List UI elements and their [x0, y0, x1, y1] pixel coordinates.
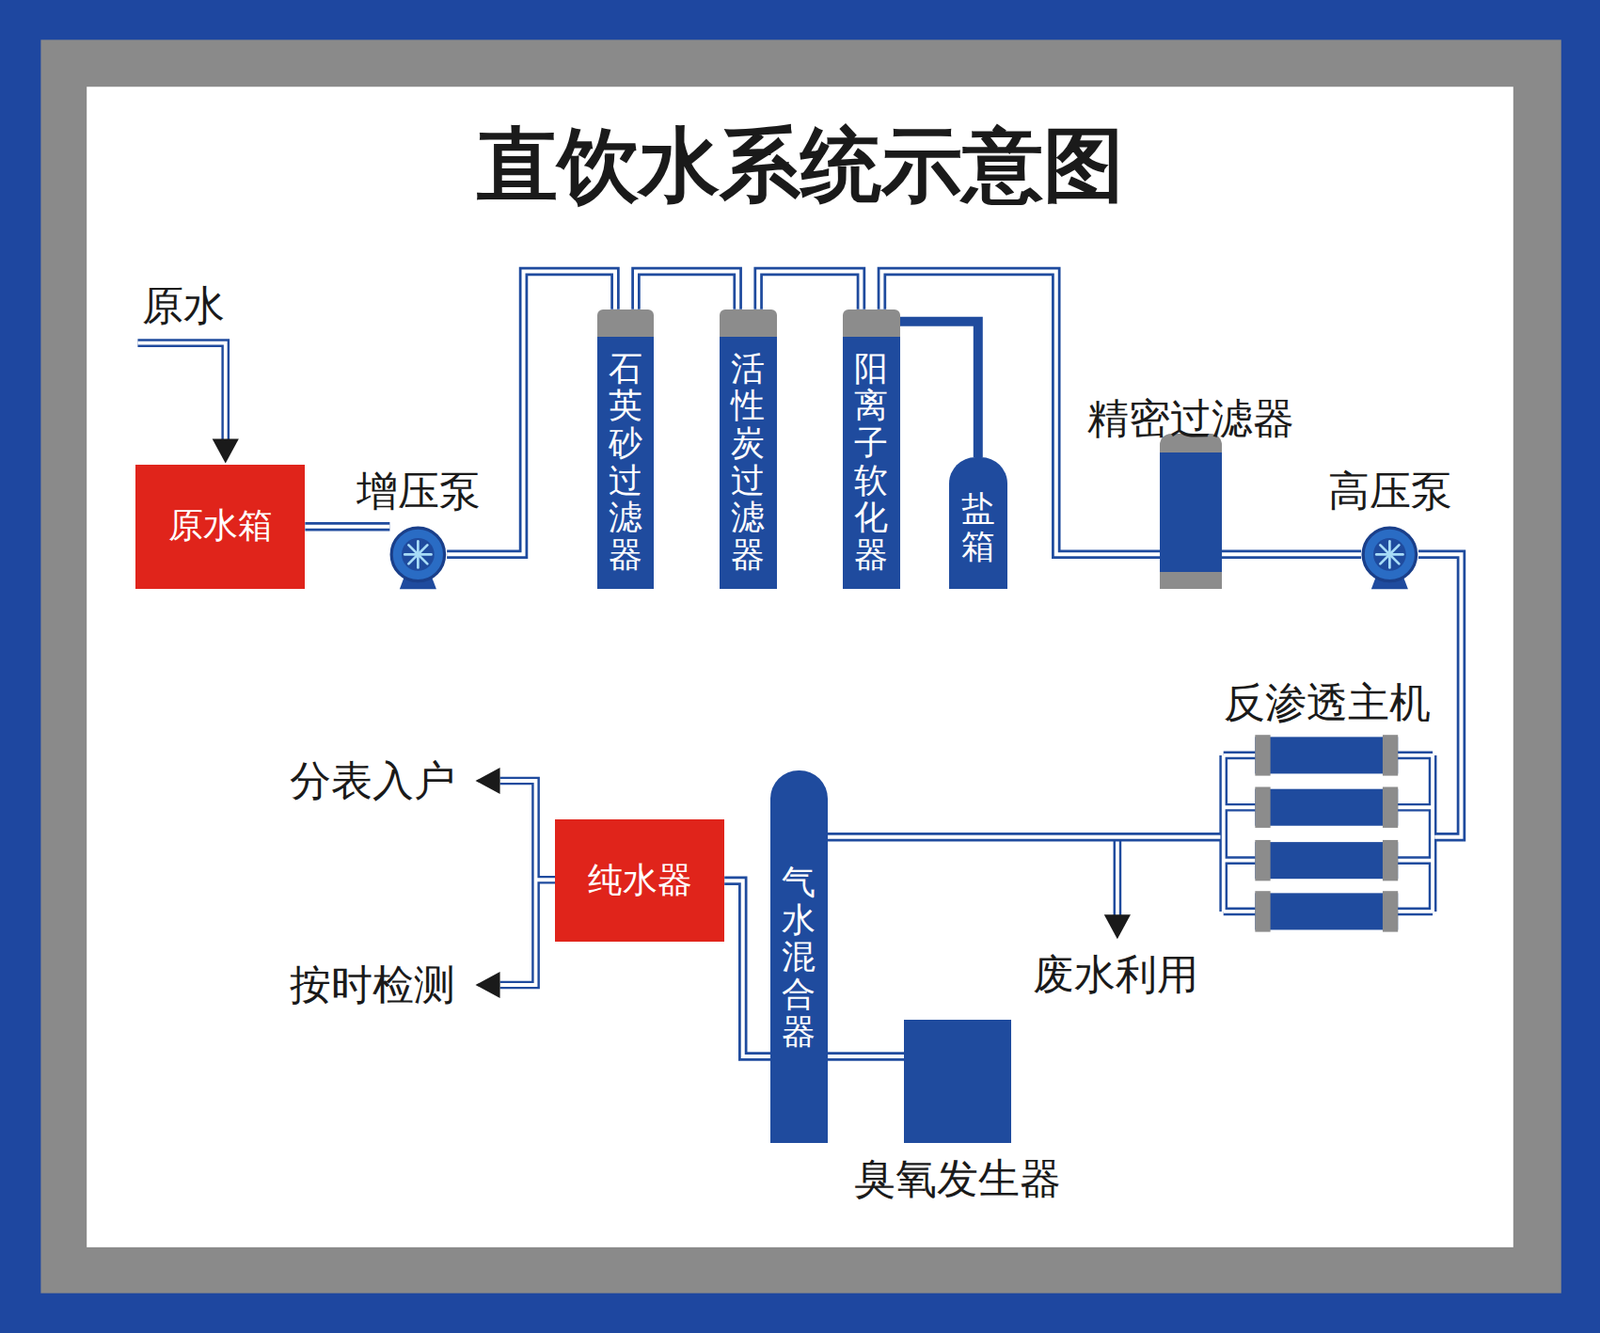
- diagram-title: 直饮水系统示意图: [0, 120, 1600, 210]
- pipe-outline: [724, 880, 771, 1057]
- node-label: 阳离子软化器: [854, 349, 888, 574]
- node-label: 反渗透主机: [1223, 680, 1431, 726]
- inlet-pipe: [137, 343, 238, 464]
- raw-water-tank: 原水箱: [135, 464, 305, 589]
- pipe-outline: [1221, 549, 1363, 559]
- white-ground: [86, 86, 1514, 1248]
- pipe-core: [635, 271, 738, 310]
- sand-filter: 石英砂过滤器: [597, 309, 655, 589]
- pump-symbol: [389, 525, 447, 584]
- node-label: 精密过滤器: [1087, 396, 1295, 442]
- pipe-core: [304, 524, 390, 529]
- pipe-connector: [304, 525, 390, 527]
- high-pressure-pump: 高压泵: [1361, 525, 1419, 584]
- node-label: 增压泵: [356, 468, 481, 514]
- pipe-outline: [304, 522, 390, 532]
- pipe-connector: [758, 271, 861, 310]
- node-label: 气水混合器: [781, 863, 816, 1050]
- ro-unit: 反渗透主机: [1219, 736, 1435, 931]
- output-pipes: [475, 767, 556, 999]
- node-label: 原水箱: [168, 506, 273, 546]
- pipe-connector: [635, 271, 738, 310]
- pipe-connector: [827, 1055, 904, 1057]
- pipe-core: [758, 271, 861, 310]
- node-label: 盐箱: [961, 490, 996, 565]
- node-label: 活性炭过滤器: [730, 349, 765, 574]
- pipe-outline: [827, 1051, 904, 1062]
- salt-tank: 盐箱: [949, 457, 1008, 589]
- pipe-connector: [827, 836, 1221, 838]
- ro-manifold: [1223, 755, 1433, 912]
- flow-label: 分表入户: [289, 758, 456, 804]
- node-label: 纯水器: [587, 861, 693, 901]
- pipe-connector: [900, 321, 979, 458]
- softener: 阳离子软化器: [842, 309, 901, 589]
- pipe-outline: [635, 271, 738, 310]
- node-label: 臭氧发生器: [854, 1156, 1062, 1202]
- gas-water-mixer: 气水混合器: [770, 770, 828, 1143]
- ozone-generator: 臭氧发生器: [903, 1019, 1012, 1143]
- gray-frame: [40, 39, 1561, 1293]
- booster-pump: 增压泵: [389, 525, 447, 584]
- node-label: 高压泵: [1328, 468, 1453, 514]
- pipe-outline: [900, 321, 979, 458]
- pure-water-unit: 纯水器: [554, 819, 725, 942]
- node-label: 石英砂过滤器: [608, 349, 643, 574]
- pipe-core: [724, 880, 771, 1057]
- flow-label: 按时检测: [289, 962, 456, 1008]
- pipe-core: [1221, 552, 1363, 556]
- flow-label: 废水利用: [1032, 951, 1199, 998]
- pipe-core: [827, 835, 1221, 840]
- waste-pipe: [1104, 837, 1131, 939]
- ro-membranes: [1254, 734, 1398, 932]
- carbon-filter: 活性炭过滤器: [719, 309, 777, 589]
- pump-symbol: [1361, 525, 1419, 584]
- flow-label: 原水: [142, 283, 225, 329]
- pipe-connector: [1221, 554, 1363, 555]
- pipe-core: [827, 1054, 904, 1059]
- pipe-outline: [827, 832, 1221, 842]
- precision-filter: 精密过滤器: [1159, 433, 1221, 589]
- pipe-outline: [758, 271, 861, 310]
- pipe-connector: [724, 880, 771, 1057]
